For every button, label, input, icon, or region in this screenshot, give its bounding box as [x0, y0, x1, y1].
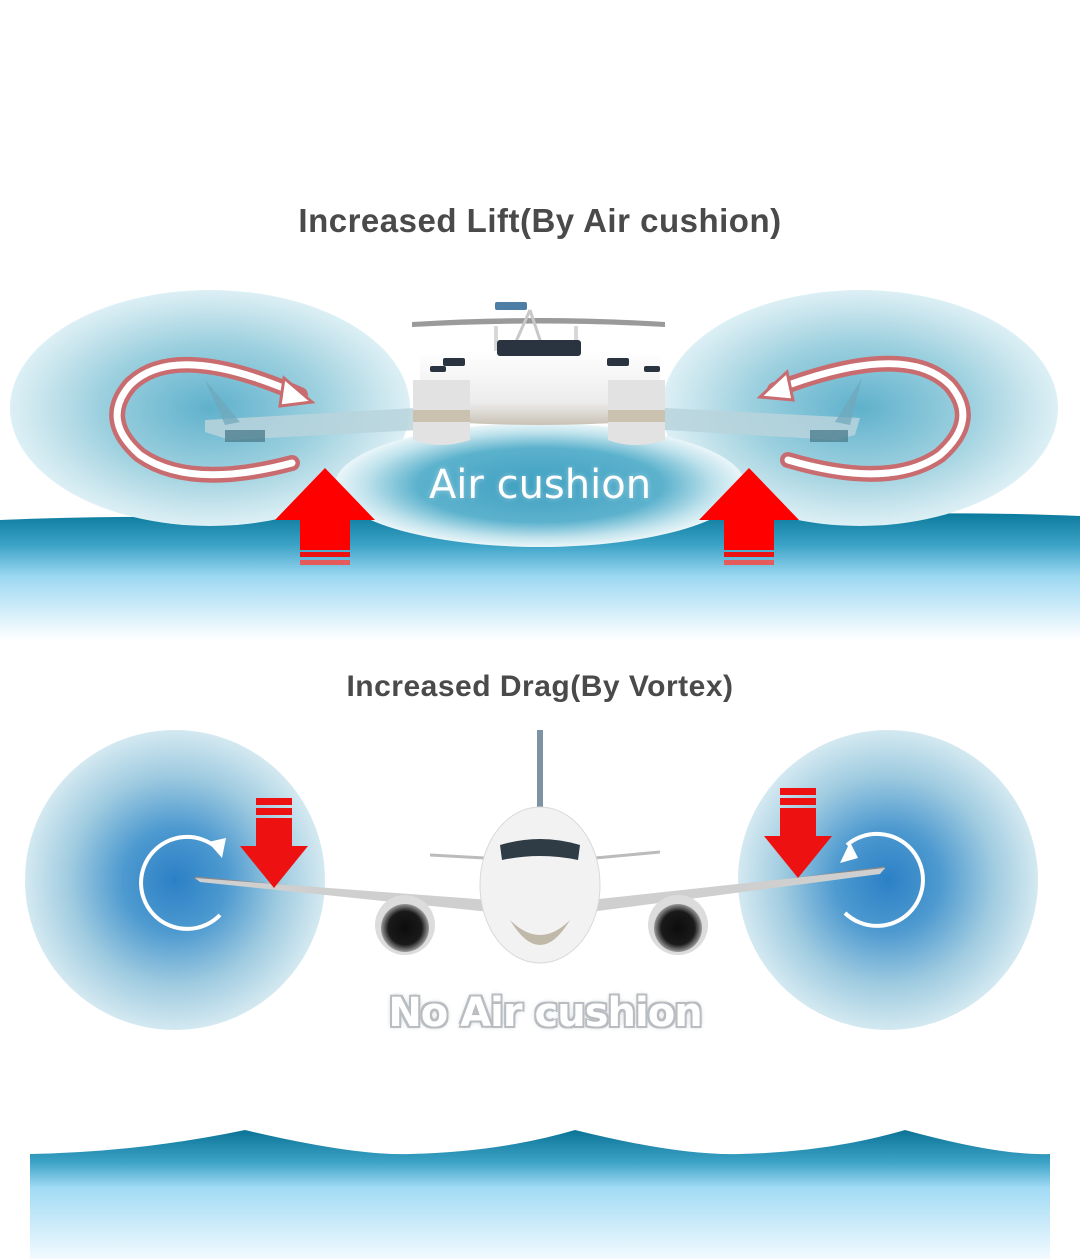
ground-effect-illustration — [0, 290, 1080, 640]
air-cushion-label: Air cushion — [428, 462, 652, 508]
wig-craft — [205, 302, 862, 445]
bottom-panel-title: Increased Drag(By Vortex) — [346, 670, 734, 703]
vortex-arrow-left-clockwise-icon — [109, 356, 316, 483]
airliner — [194, 730, 886, 964]
drag-arrow-left-icon — [240, 798, 308, 888]
vortex-arrow-right-counterclockwise-icon — [756, 355, 971, 482]
air-cushion-zone — [335, 423, 745, 547]
vortex-zone-left — [25, 730, 325, 1030]
lift-arrow-left-icon — [275, 468, 375, 565]
vortex-arrow-right-counterclockwise-icon — [840, 831, 925, 928]
top-panel-title: Increased Lift(By Air cushion) — [298, 202, 782, 239]
lift-arrow-right-icon — [699, 468, 799, 565]
vortex-zone-right — [662, 290, 1058, 526]
water-surface — [0, 513, 1080, 640]
no-air-cushion-label: No Air cushion — [388, 990, 702, 1036]
water-surface — [30, 1130, 1050, 1259]
vortex-zone-left — [10, 290, 410, 526]
drag-arrow-right-icon — [764, 788, 832, 878]
vortex-arrow-left-clockwise-icon — [139, 834, 226, 931]
vortex-drag-illustration — [25, 730, 1050, 1259]
